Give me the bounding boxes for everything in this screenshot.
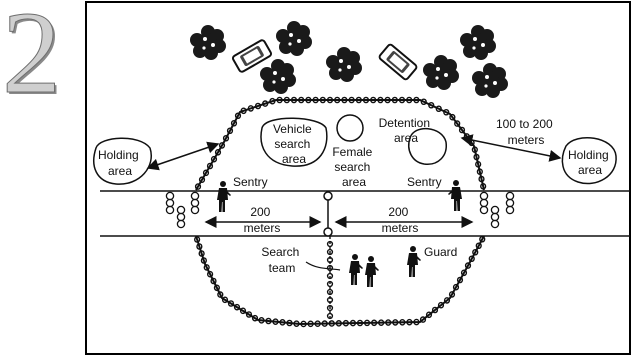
- holding-area-left-outline: [93, 137, 152, 185]
- coil-icon: [490, 205, 500, 229]
- distance-left-label: 200 meters: [244, 205, 281, 235]
- sentry-left-label: Sentry: [233, 175, 268, 189]
- sentry-figure-right: [448, 180, 462, 211]
- coil-icon: [479, 191, 489, 215]
- diagram-frame: [85, 1, 631, 355]
- guard-figure: [407, 246, 421, 277]
- search-team-label: Search team: [261, 245, 302, 275]
- distance-right-label: 200 meters: [382, 205, 419, 235]
- tree-icon: [190, 25, 226, 60]
- search-team-leader: [305, 261, 341, 271]
- detention-area-label: Detention area: [379, 116, 434, 145]
- holding-arrow-right: [460, 134, 562, 162]
- step-number: 2: [2, 0, 62, 118]
- coil-icon: [165, 191, 175, 215]
- female-search-area-label: Female search area: [332, 145, 375, 189]
- tree-icon: [276, 21, 312, 56]
- barrier-post: [323, 191, 333, 201]
- sentry-figure-left: [217, 181, 231, 212]
- barrier-post: [323, 227, 333, 237]
- perimeter-wire-loops: [194, 96, 487, 328]
- holding-area-right-outline: [561, 137, 617, 185]
- vehicle-icon: [378, 43, 418, 81]
- female-search-area-outline: [336, 114, 364, 142]
- vehicle-icon: [232, 39, 272, 73]
- coil-icon: [176, 205, 186, 229]
- coil-icon: [505, 191, 515, 215]
- search-team-figure: [365, 256, 379, 287]
- sentry-right-label: Sentry: [407, 175, 442, 189]
- holding-area-right-label: Holding area: [568, 148, 612, 177]
- tree-icon: [326, 47, 362, 82]
- holding-area-left-label: Holding area: [98, 148, 142, 178]
- tree-icon: [260, 59, 296, 94]
- coil-icon: [190, 191, 200, 215]
- tree-icon: [423, 55, 459, 90]
- distance-holding-label: 100 to 200 meters: [496, 117, 556, 147]
- tree-icon: [472, 63, 508, 98]
- vehicle-search-area-outline: [260, 117, 328, 167]
- vehicle-search-area-label: Vehicle search area: [273, 122, 315, 166]
- search-team-figure: [349, 254, 363, 285]
- guard-label: Guard: [424, 245, 457, 259]
- holding-arrow-left: [146, 141, 220, 171]
- detention-area-outline: [408, 128, 447, 165]
- tree-icon: [460, 25, 496, 60]
